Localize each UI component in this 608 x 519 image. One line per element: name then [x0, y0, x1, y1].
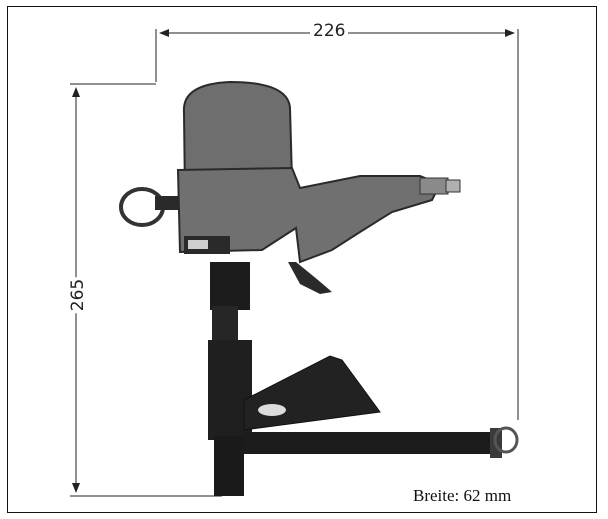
width-dimension-label: 226 [310, 22, 349, 40]
pull-ring [119, 187, 179, 227]
stapler-nose [208, 262, 519, 496]
width-caption: Breite: 62 mm [413, 486, 512, 505]
height-dimension-label: 265 [68, 276, 89, 314]
stapler-housing [176, 80, 461, 294]
